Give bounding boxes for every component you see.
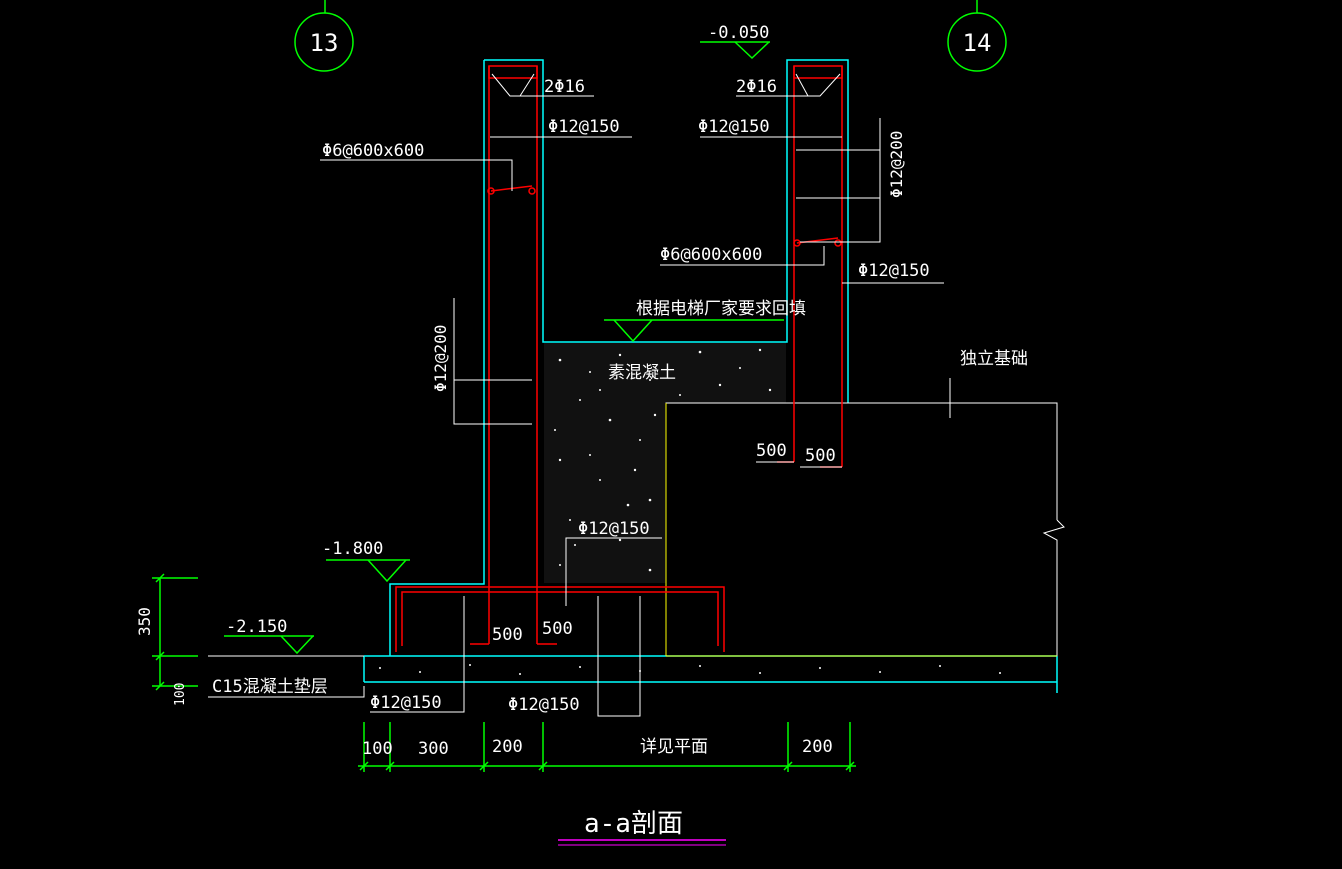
label-phi12-150-mid: Φ12@150 bbox=[578, 519, 650, 539]
dim-bottom-100: 100 bbox=[362, 739, 393, 759]
label-plain-concrete: 素混凝土 bbox=[608, 363, 676, 383]
label-2phi16-right: 2Φ16 bbox=[736, 77, 777, 97]
section-title: a-a剖面 bbox=[584, 809, 683, 839]
backfill-marker bbox=[604, 319, 784, 343]
dim-100-vertical: 100 bbox=[173, 683, 188, 706]
label-phi12-200-left: Φ12@200 bbox=[431, 325, 450, 392]
elevation-top-text: -0.050 bbox=[708, 23, 769, 43]
label-anchor-500-d: 500 bbox=[542, 619, 573, 639]
bottom-dimension bbox=[358, 722, 856, 772]
label-phi12-150-right-outer: Φ12@150 bbox=[858, 261, 930, 281]
label-phi12-150-bottom-mid: Φ12@150 bbox=[508, 695, 580, 715]
axis-13-label: 13 bbox=[310, 29, 339, 57]
elevation-mid-text: -1.800 bbox=[322, 539, 383, 559]
axis-14-label: 14 bbox=[963, 29, 992, 57]
elevation-marker-mid: -1.800 bbox=[322, 539, 410, 583]
label-2phi16-left: 2Φ16 bbox=[544, 77, 585, 97]
dim-bottom-see-plan: 详见平面 bbox=[640, 737, 708, 757]
elevation-low-text: -2.150 bbox=[226, 617, 287, 637]
label-phi12-150-left-top: Φ12@150 bbox=[548, 117, 620, 137]
dim-350: 350 bbox=[135, 607, 154, 636]
rebar-ties bbox=[487, 185, 842, 247]
label-c15-cushion: C15混凝土垫层 bbox=[212, 677, 328, 697]
dim-bottom-200-a: 200 bbox=[492, 737, 523, 757]
label-anchor-500-b: 500 bbox=[805, 446, 836, 466]
label-anchor-500-c: 500 bbox=[492, 625, 523, 645]
axis-13-marker: 13 bbox=[294, 0, 354, 72]
label-isolated-footing: 独立基础 bbox=[960, 349, 1028, 369]
label-phi6-right: Φ6@600x600 bbox=[660, 245, 762, 265]
axis-14-marker: 14 bbox=[947, 0, 1007, 72]
label-phi12-200-right: Φ12@200 bbox=[887, 131, 906, 198]
label-phi6-left: Φ6@600x600 bbox=[322, 141, 424, 161]
cushion-speckle bbox=[379, 664, 1001, 675]
plain-concrete-fill bbox=[544, 343, 1065, 657]
elevation-marker-low: -2.150 bbox=[208, 617, 364, 657]
label-anchor-500-a: 500 bbox=[756, 441, 787, 461]
dim-bottom-200-b: 200 bbox=[802, 737, 833, 757]
label-phi12-150-right-top: Φ12@150 bbox=[698, 117, 770, 137]
label-backfill-note: 根据电梯厂家要求回填 bbox=[636, 299, 806, 319]
rebar-lines bbox=[395, 65, 843, 652]
concrete-speckle bbox=[554, 348, 772, 572]
leader-lines bbox=[208, 73, 951, 717]
elevation-marker-top: -0.050 bbox=[700, 23, 770, 60]
label-phi12-150-bottom-left: Φ12@150 bbox=[370, 693, 442, 713]
vertical-dimension bbox=[152, 573, 198, 691]
dim-bottom-300: 300 bbox=[418, 739, 449, 759]
section-title-group: a-a剖面 bbox=[558, 809, 726, 846]
